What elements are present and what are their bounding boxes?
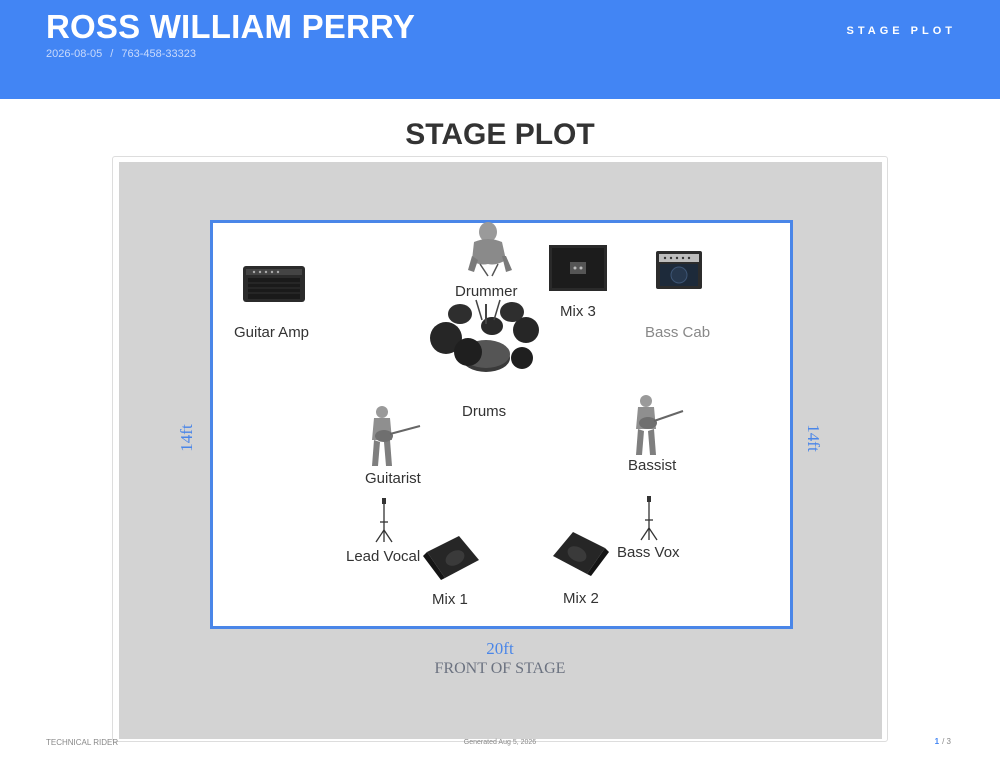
header-separator: / <box>110 48 114 60</box>
guitarist-figure-icon <box>366 404 422 473</box>
mic-stand-icon <box>374 496 394 549</box>
guitar-amp-icon <box>242 265 306 308</box>
bassist-figure-icon <box>628 393 684 462</box>
document-type: STAGE PLOT <box>846 25 956 37</box>
guitar-amp-label: Guitar Amp <box>234 324 310 341</box>
speaker-cabinet-icon <box>548 244 608 297</box>
drummer-figure-icon <box>466 220 514 283</box>
lead-vocal-label: Lead Vocal <box>346 548 421 565</box>
bass-cab-icon <box>655 250 703 295</box>
bass-vox-label: Bass Vox <box>617 544 680 561</box>
header-bar: ROSS WILLIAM PERRY 2026-08-05 / 763-458-33… <box>0 0 1000 99</box>
wedge-monitor-icon <box>551 528 611 583</box>
mix2-label: Mix 2 <box>563 590 599 607</box>
page-current: 1 <box>934 737 940 746</box>
wedge-monitor-icon <box>421 532 481 587</box>
footer-doc-label: TECHNICAL RIDER <box>46 738 119 747</box>
stage-width: 20ft <box>486 639 514 658</box>
header-phone: 763-458-33323 <box>121 48 196 60</box>
footer-generated: Generated Aug 5, 2026 <box>463 739 537 746</box>
page-title: STAGE PLOT <box>405 118 595 151</box>
page-total: / 3 <box>942 737 951 746</box>
mix3-label: Mix 3 <box>560 303 596 320</box>
drum-kit-icon <box>426 296 544 385</box>
header-date: 2026-08-05 <box>46 48 103 60</box>
bassist-label: Bassist <box>628 457 677 474</box>
drummer-label: Drummer <box>455 283 518 300</box>
guitarist-label: Guitarist <box>365 470 421 487</box>
page-indicator: 1/ 3 <box>935 737 951 746</box>
front-of-stage-label: FRONT OF STAGE <box>434 660 566 677</box>
bass-cab-label: Bass Cab <box>645 324 711 341</box>
stage-depth-right: 14ft <box>804 424 823 452</box>
artist-name: ROSS WILLIAM PERRY <box>46 8 416 45</box>
drums-label: Drums <box>462 403 507 420</box>
header-meta: 2026-08-05 / 763-458-33323 <box>46 48 196 60</box>
mic-stand-icon <box>639 494 659 547</box>
mix1-label: Mix 1 <box>432 591 468 608</box>
stage-depth-left: 14ft <box>177 424 196 452</box>
